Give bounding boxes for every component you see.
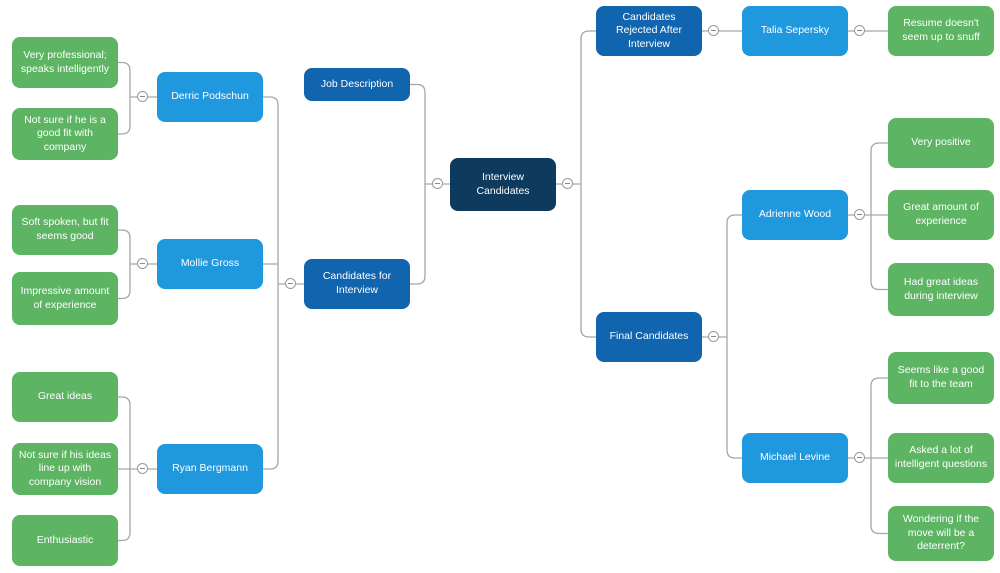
minus-icon <box>565 183 570 184</box>
collapse-toggle-final-candidates[interactable] <box>708 331 719 342</box>
node-label: Soft spoken, but fit seems good <box>21 216 109 242</box>
node-note-ideas-line-up[interactable]: Not sure if his ideas line up with compa… <box>12 443 118 495</box>
node-ryan-bergmann[interactable]: Ryan Bergmann <box>157 444 263 494</box>
node-label: Enthusiastic <box>36 533 94 546</box>
minus-icon <box>857 214 862 215</box>
collapse-toggle-ryan-bergmann[interactable] <box>137 463 148 474</box>
collapse-toggle-derric-podschun[interactable] <box>137 91 148 102</box>
node-label: Wondering if the move will be a deterren… <box>902 513 980 553</box>
node-note-had-great-ideas[interactable]: Had great ideas during interview <box>888 263 994 316</box>
node-label: Not sure if he is a good fit with compan… <box>24 113 106 153</box>
node-adrienne-wood[interactable]: Adrienne Wood <box>742 190 848 240</box>
node-label: Resume doesn't seem up to snuff <box>902 17 980 43</box>
node-label: Seems like a good fit to the team <box>897 364 985 390</box>
node-note-great-ideas[interactable]: Great ideas <box>12 372 118 422</box>
node-note-move-deterrent[interactable]: Wondering if the move will be a deterren… <box>888 506 994 561</box>
node-label: Derric Podschun <box>171 90 249 103</box>
connector-candidates-for-interview-children <box>263 96 304 470</box>
node-label: Mollie Gross <box>180 257 240 270</box>
node-label: Final Candidates <box>609 330 689 343</box>
minus-icon <box>288 283 293 284</box>
node-candidates-for-interview[interactable]: Candidates for Interview <box>304 259 410 309</box>
collapse-toggle-root-left[interactable] <box>432 178 443 189</box>
collapse-toggle-candidates-rejected[interactable] <box>708 25 719 36</box>
node-michael-levine[interactable]: Michael Levine <box>742 433 848 483</box>
node-final-candidates[interactable]: Final Candidates <box>596 312 702 362</box>
minus-icon <box>140 468 145 469</box>
collapse-toggle-candidates-for-interview[interactable] <box>285 278 296 289</box>
minus-icon <box>140 96 145 97</box>
node-label: Talia Sepersky <box>760 24 830 37</box>
node-note-resume[interactable]: Resume doesn't seem up to snuff <box>888 6 994 56</box>
node-label: Great amount of experience <box>903 201 979 227</box>
node-label: Very professional; speaks intelligently <box>20 48 110 75</box>
node-label: Ryan Bergmann <box>172 462 248 475</box>
minus-icon <box>857 30 862 31</box>
node-label: Impressive amount of experience <box>20 284 110 311</box>
node-label: Great ideas <box>37 390 93 403</box>
node-derric-podschun[interactable]: Derric Podschun <box>157 72 263 122</box>
node-label: Candidates Rejected After Interview <box>616 10 682 50</box>
node-label: Had great ideas during interview <box>903 275 979 302</box>
node-note-good-fit-team[interactable]: Seems like a good fit to the team <box>888 352 994 404</box>
node-label: Candidates for Interview <box>322 270 392 296</box>
collapse-toggle-adrienne-wood[interactable] <box>854 209 865 220</box>
collapse-toggle-michael-levine[interactable] <box>854 452 865 463</box>
minus-icon <box>711 30 716 31</box>
node-mollie-gross[interactable]: Mollie Gross <box>157 239 263 289</box>
minus-icon <box>435 183 440 184</box>
node-label: Not sure if his ideas line up with compa… <box>18 448 112 488</box>
node-label: Michael Levine <box>759 451 831 464</box>
minus-icon <box>140 263 145 264</box>
node-label: Job Description <box>320 77 394 90</box>
collapse-toggle-talia-sepersky[interactable] <box>854 25 865 36</box>
node-label: Adrienne Wood <box>758 208 832 221</box>
minus-icon <box>857 457 862 458</box>
collapse-toggle-mollie-gross[interactable] <box>137 258 148 269</box>
node-talia-sepersky[interactable]: Talia Sepersky <box>742 6 848 56</box>
node-label: Asked a lot of intelligent questions <box>894 444 988 470</box>
collapse-toggle-root-right[interactable] <box>562 178 573 189</box>
node-note-great-experience[interactable]: Great amount of experience <box>888 190 994 240</box>
node-note-not-sure-fit[interactable]: Not sure if he is a good fit with compan… <box>12 108 118 160</box>
node-note-very-professional[interactable]: Very professional; speaks intelligently <box>12 37 118 88</box>
node-label: Interview Candidates <box>476 170 530 197</box>
connector-root-left-children <box>410 83 450 285</box>
node-note-very-positive[interactable]: Very positive <box>888 118 994 168</box>
node-candidates-rejected-after-interview[interactable]: Candidates Rejected After Interview <box>596 6 702 56</box>
node-job-description[interactable]: Job Description <box>304 68 410 101</box>
node-label: Very positive <box>911 136 971 149</box>
node-note-enthusiastic[interactable]: Enthusiastic <box>12 515 118 566</box>
node-note-intelligent-questions[interactable]: Asked a lot of intelligent questions <box>888 433 994 483</box>
node-interview-candidates[interactable]: Interview Candidates <box>450 158 556 211</box>
minus-icon <box>711 336 716 337</box>
node-note-soft-spoken[interactable]: Soft spoken, but fit seems good <box>12 205 118 255</box>
node-note-impressive-experience[interactable]: Impressive amount of experience <box>12 272 118 325</box>
